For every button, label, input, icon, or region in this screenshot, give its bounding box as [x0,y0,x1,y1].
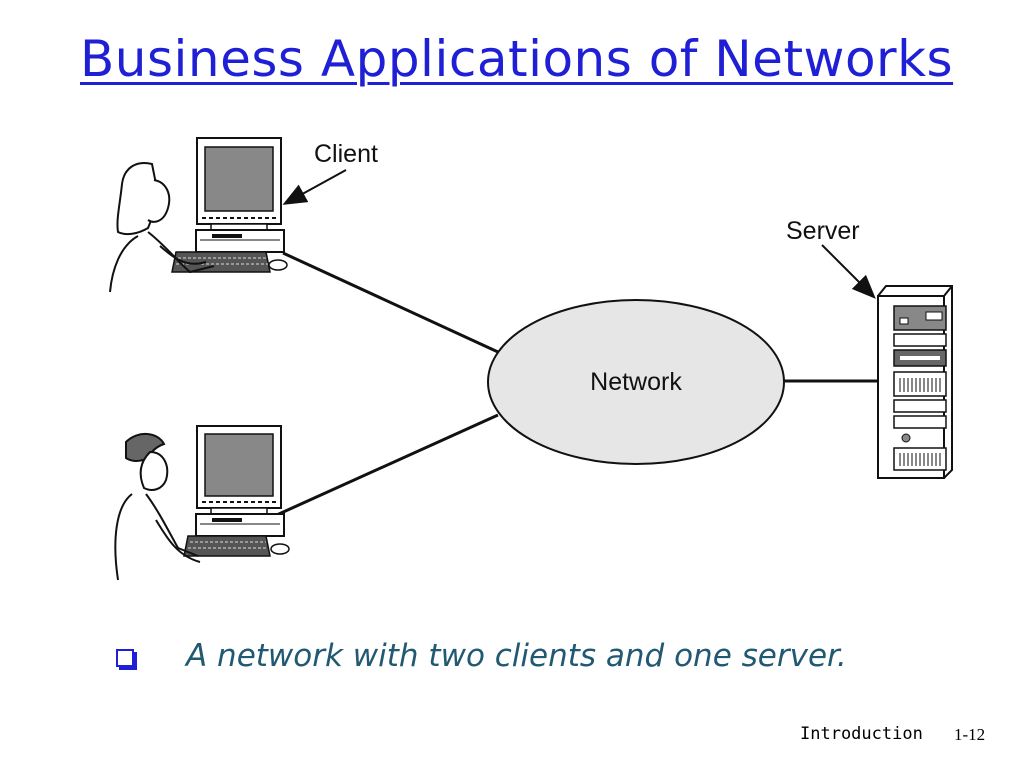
footer-section: Introduction [800,724,923,744]
slide-title: Business Applications of Networks [80,30,954,88]
link-client-bottom-network [269,413,499,520]
server-arrow [821,244,876,299]
user-at-computer-icon [114,425,290,581]
link-client-top-network [282,251,499,354]
square-bullet-icon [116,649,134,667]
bullet-item: A network with two clients and one serve… [116,638,847,674]
server-label: Server [786,217,860,245]
footer-page-number: 1-12 [954,725,986,744]
client-label: Client [314,140,378,168]
client-arrow [282,169,347,205]
server-tower-icon [877,285,953,479]
network-label: Network [590,368,682,396]
bullet-text: A network with two clients and one serve… [186,638,847,674]
network-ellipse [487,299,785,465]
user-at-computer-icon [109,137,288,293]
